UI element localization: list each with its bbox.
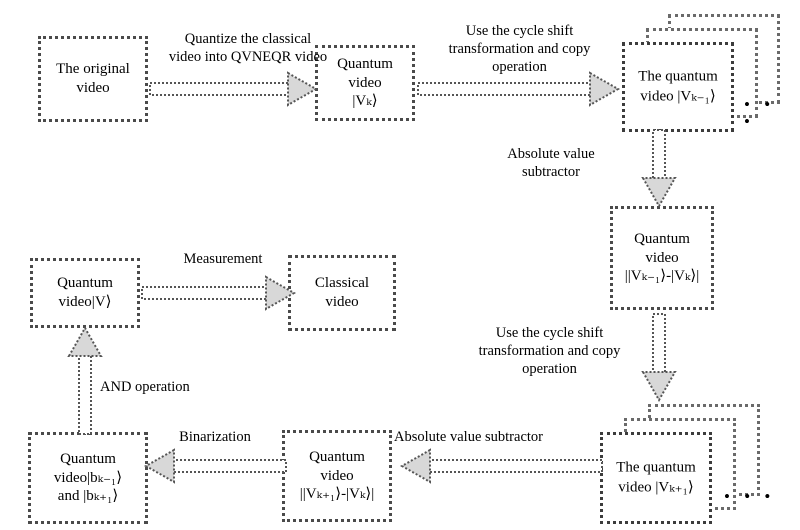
node-abs-diff-kp1: Quantum video ||Vₖ₊₁⟩-|Vₖ⟩| xyxy=(282,430,392,522)
arrow-quantize xyxy=(149,71,319,107)
edge-binarization-label: Binarization xyxy=(179,429,251,445)
stack-dots-bottom: • • • xyxy=(724,487,776,506)
node-abs-diff-km1-line2: video xyxy=(645,249,679,266)
arrow-cycle-shift-bottom xyxy=(641,313,677,403)
node-quantum-video-k-line3: |Vₖ⟩ xyxy=(352,93,378,110)
edge-abs-subtractor-bottom-label: Absolute value subtractor xyxy=(394,429,543,445)
edge-and-operation-label: AND operation xyxy=(100,379,190,395)
arrow-binarization xyxy=(140,448,287,484)
node-abs-diff-km1: Quantum video ||Vₖ₋₁⟩-|Vₖ⟩| xyxy=(610,206,714,310)
node-quantum-video-k: Quantum video |Vₖ⟩ xyxy=(315,45,415,121)
arrow-abs-subtractor-bottom xyxy=(396,448,603,484)
node-abs-diff-km1-line3: ||Vₖ₋₁⟩-|Vₖ⟩| xyxy=(624,268,700,285)
arrow-cycle-shift-top xyxy=(417,71,621,107)
arrow-measurement xyxy=(141,275,297,311)
arrow-and-operation xyxy=(67,325,103,435)
edge-measurement-label: Measurement xyxy=(183,251,263,267)
node-abs-diff-kp1-line2: video xyxy=(320,467,354,484)
node-abs-diff-kp1-line1: Quantum xyxy=(309,448,365,465)
node-quantum-video-k-line2: video xyxy=(348,74,382,91)
stack-dots-top: • • • xyxy=(744,95,776,131)
arrow-abs-subtractor-right xyxy=(641,129,677,209)
node-abs-diff-kp1-line3: ||Vₖ₊₁⟩-|Vₖ⟩| xyxy=(299,486,375,503)
node-abs-diff-km1-line1: Quantum xyxy=(634,230,690,247)
node-quantum-video-k-line1: Quantum xyxy=(337,55,393,72)
